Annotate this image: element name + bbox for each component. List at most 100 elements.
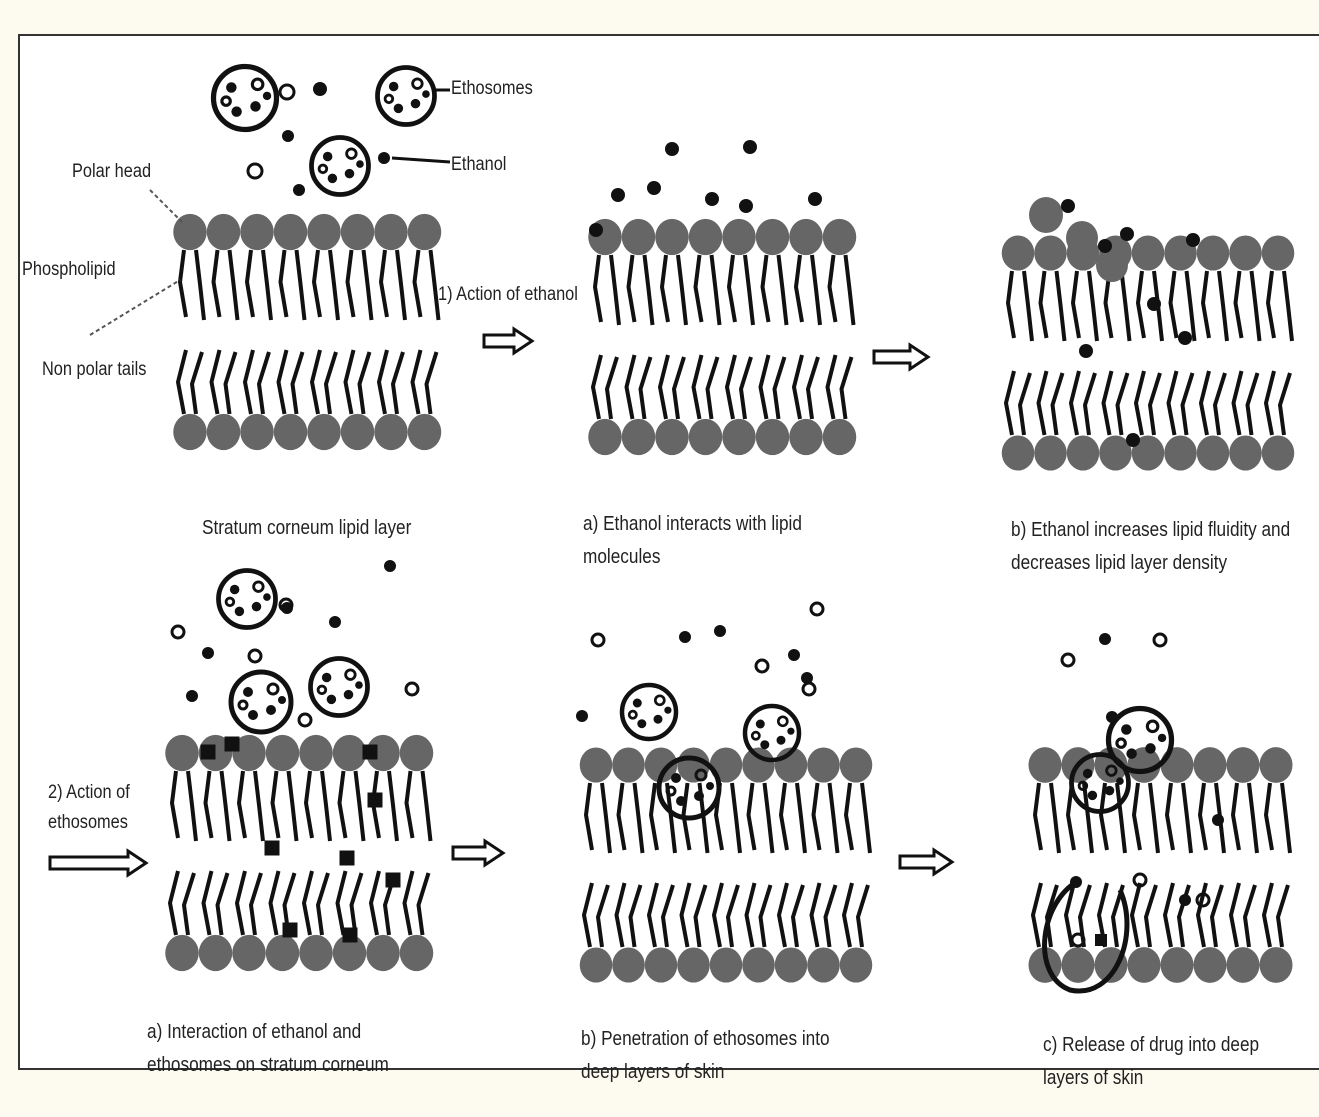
action-of-ethosomes-label-line2: ethosomes <box>48 809 128 837</box>
lipid-tail <box>727 355 735 419</box>
polar-head <box>1227 747 1260 783</box>
drug-particle <box>283 923 298 938</box>
lipid-tail <box>761 885 771 947</box>
ethosomes-label: Ethosomes <box>451 75 533 103</box>
lipid-tail <box>1266 783 1272 850</box>
lipid-tail <box>1268 271 1274 338</box>
lipid-tail <box>218 873 228 935</box>
polar-head <box>823 219 857 255</box>
drug-particle <box>340 851 355 866</box>
ethanol-molecule <box>1099 633 1111 645</box>
lipid-tail <box>427 352 437 414</box>
lipid-tail <box>1073 271 1079 338</box>
lipid-tail <box>322 771 330 841</box>
drug-molecule <box>803 683 815 695</box>
ethanol-molecule <box>1079 344 1093 358</box>
lipid-tail <box>180 250 186 317</box>
polar-head <box>408 214 442 250</box>
ethosome-vesicle <box>378 68 435 125</box>
drug-particle <box>363 745 378 760</box>
lipid-tail <box>1020 373 1030 435</box>
polar-head <box>1262 235 1295 270</box>
lipid-tail <box>360 352 370 414</box>
lipid-tail <box>1008 271 1014 338</box>
lipid-tail <box>1234 371 1242 435</box>
lipid-tail <box>728 885 738 947</box>
polar-head <box>580 947 613 982</box>
ethanol-molecule <box>1179 894 1191 906</box>
lipid-tail <box>1089 271 1097 341</box>
caption-release-line1: c) Release of drug into deep <box>1043 1031 1259 1060</box>
polar-head <box>1161 947 1194 983</box>
lipid-tail <box>645 255 653 325</box>
lipid-tail <box>858 885 868 947</box>
ethanol-molecule <box>1070 876 1082 888</box>
polar-head <box>207 214 241 250</box>
polar-head <box>165 735 199 771</box>
polar-head <box>807 947 840 982</box>
caption-ethanol-interacts-line2: molecules <box>583 543 660 572</box>
lipid-tail <box>1171 271 1177 338</box>
ethanol-molecule <box>665 142 679 156</box>
polar-head <box>742 947 775 982</box>
ethanol-molecule <box>1126 433 1140 447</box>
lipid-tail <box>660 355 668 419</box>
arrow-step2 <box>874 345 928 369</box>
lipid-tail <box>627 355 635 419</box>
ethanol-molecule <box>705 192 719 206</box>
lipid-tail <box>304 871 312 935</box>
lipid-tail <box>747 883 755 947</box>
ethanol-molecule <box>589 223 603 237</box>
polar-head <box>173 414 207 450</box>
lipid-tail <box>1136 371 1144 435</box>
lipid-tail <box>340 771 346 838</box>
lipid-tail <box>1134 783 1140 850</box>
lipid-tail <box>826 885 836 947</box>
drug-particle <box>386 873 401 888</box>
bilayer-stratum-corneum <box>173 214 441 450</box>
lipid-tail <box>635 783 643 853</box>
lipid-tail <box>1203 271 1209 338</box>
polar-head <box>165 935 199 971</box>
lipid-tail <box>1057 271 1065 341</box>
ethanol-molecule <box>282 130 294 142</box>
bilayer-penetration <box>580 747 873 982</box>
lipid-tail <box>1035 783 1041 850</box>
polar-head <box>333 735 367 771</box>
polar-head <box>173 214 207 250</box>
polar-head <box>232 935 266 971</box>
lipid-tail <box>696 885 706 947</box>
lipid-tail <box>1200 783 1206 850</box>
lipid-tail <box>407 771 413 838</box>
displaced-head <box>1066 221 1098 255</box>
lipid-tail <box>775 357 785 419</box>
lipid-tail <box>1132 883 1140 947</box>
lipid-tail <box>192 352 202 414</box>
ethosome-vesicle <box>311 659 368 716</box>
lipid-tail <box>846 255 854 325</box>
lipid-tail <box>1104 371 1112 435</box>
lipid-tail <box>649 883 657 947</box>
drug-molecule <box>1154 634 1166 646</box>
lipid-tail <box>1266 371 1274 435</box>
leader-line-tails <box>90 280 180 335</box>
displaced-head <box>1096 248 1128 282</box>
lipid-tail <box>1215 373 1225 435</box>
ethanol-molecule <box>202 647 214 659</box>
lipid-tail <box>1122 271 1130 341</box>
ethanol-molecule <box>293 184 305 196</box>
lipid-tail <box>678 255 686 325</box>
lipid-tail <box>830 783 838 853</box>
lipid-tail <box>1282 783 1290 853</box>
lipid-tail <box>708 357 718 419</box>
lipid-tail <box>393 352 403 414</box>
polar-head <box>1128 947 1161 983</box>
lipid-tail <box>1071 371 1079 435</box>
polar-head <box>742 747 775 782</box>
ethanol-molecule <box>1120 227 1134 241</box>
ethanol-molecule <box>1186 233 1200 247</box>
polar-head <box>645 947 678 982</box>
lipid-tail <box>1150 373 1160 435</box>
polar-head <box>580 747 613 782</box>
polar-head-label: Polar head <box>72 158 151 186</box>
